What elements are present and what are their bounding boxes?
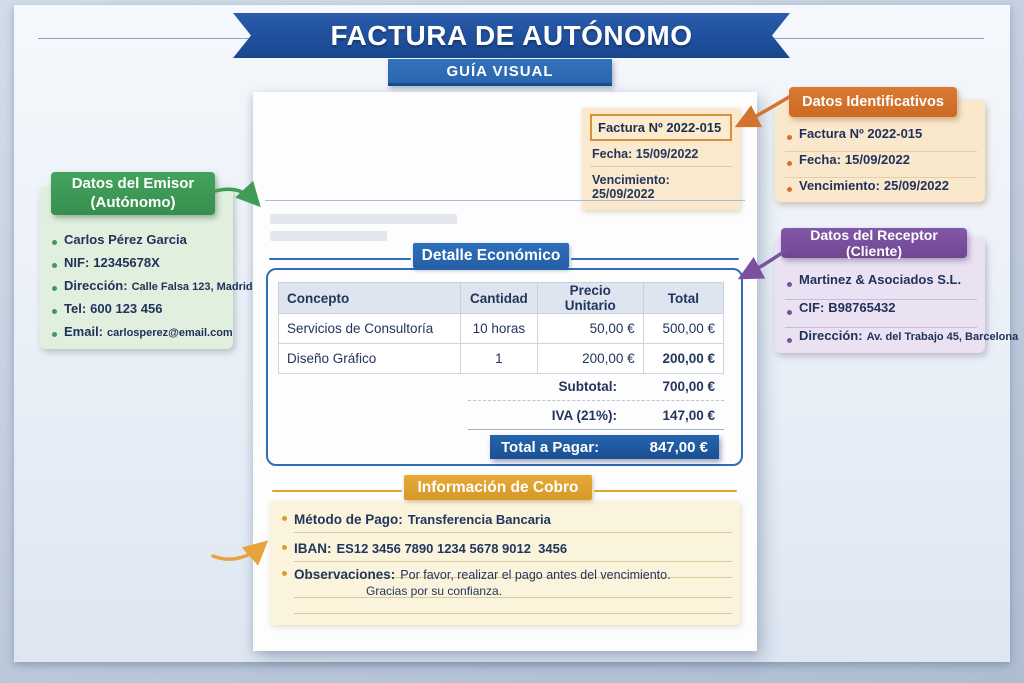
bullet-icon <box>787 282 792 287</box>
placeholder-text-bar <box>270 214 457 224</box>
page-subtitle: GUÍA VISUAL <box>446 62 554 80</box>
iva-row: IVA (21%): 147,00 € <box>551 408 715 423</box>
bullet-icon <box>52 332 57 337</box>
col-concepto: Concepto <box>278 282 461 314</box>
identification-item: Factura Nº 2022-015 <box>785 126 977 152</box>
invoice-number: Factura Nº 2022-015 <box>590 114 732 141</box>
emitter-item: Carlos Pérez Garcia <box>50 232 225 255</box>
detail-frame <box>266 268 743 466</box>
invoice-due-date: Vencimiento: 25/09/2022 <box>592 173 670 201</box>
callout-identification: Factura Nº 2022-015 Fecha: 15/09/2022 Ve… <box>775 100 985 202</box>
bullet-icon <box>787 338 792 343</box>
callout-emitter-title: Datos del Emisor (Autónomo) <box>51 172 215 215</box>
receiver-item: Martinez & Asociados S.L. <box>785 272 977 300</box>
payment-title-line-right <box>594 490 737 492</box>
bullet-icon <box>282 545 287 550</box>
totals-dashed-divider <box>468 400 724 401</box>
receiver-item: Dirección: Av. del Trabajo 45, Barcelona <box>785 328 1018 355</box>
payment-section-title: Información de Cobro <box>404 475 592 500</box>
identification-item: Vencimiento: 25/09/2022 <box>785 178 977 203</box>
green-arrow-icon <box>207 180 261 208</box>
ruled-line <box>294 561 732 562</box>
ruled-line <box>294 597 732 598</box>
notes-item: Observaciones: Por favor, realizar el pa… <box>280 567 730 582</box>
purple-arrow-icon <box>737 246 791 280</box>
bullet-icon <box>787 187 792 192</box>
ruled-line <box>294 577 732 578</box>
emitter-item: NIF: 12345678X <box>50 255 225 278</box>
invoice-table: Concepto Cantidad Precio Unitario Total … <box>278 282 725 374</box>
placeholder-text-bar <box>270 231 387 241</box>
callout-receiver-title: Datos del Receptor (Cliente) <box>781 227 967 259</box>
col-cantidad: Cantidad <box>459 282 538 314</box>
invoice-id-box: Factura Nº 2022-015 Fecha: 15/09/2022 Ve… <box>582 108 740 210</box>
bullet-icon <box>52 263 57 268</box>
payment-method-item: Método de Pago: Transferencia Bancaria <box>280 512 730 527</box>
paper-divider-line <box>265 200 745 201</box>
ruled-line <box>294 613 732 614</box>
bullet-icon <box>787 135 792 140</box>
emitter-item: Email: carlosperez@email.com <box>50 324 233 347</box>
receiver-item: CIF: B98765432 <box>785 300 977 328</box>
bullet-icon <box>52 240 57 245</box>
emitter-item: Tel: 600 123 456 <box>50 301 225 324</box>
detail-title-line-right <box>571 258 739 260</box>
detail-section-title: Detalle Económico <box>413 243 569 268</box>
emitter-item: Dirección: Calle Falsa 123, Madrid <box>50 278 253 301</box>
bullet-icon <box>787 310 792 315</box>
invoice-date: Fecha: 15/09/2022 <box>590 141 732 167</box>
table-row: Servicios de Consultoría 10 horas 50,00 … <box>278 313 725 344</box>
orange-arrow-icon <box>734 95 791 128</box>
bullet-icon <box>282 516 287 521</box>
payment-panel: Método de Pago: Transferencia Bancaria I… <box>270 501 740 625</box>
page-title: FACTURA DE AUTÓNOMO <box>330 19 693 51</box>
table-header-row: Concepto Cantidad Precio Unitario Total <box>278 282 725 314</box>
yellow-arrow-icon <box>211 540 269 566</box>
total-bar: Total a Pagar: 847,00 € <box>490 435 719 459</box>
table-row: Diseño Gráfico 1 200,00 € 200,00 € <box>278 343 725 374</box>
bullet-icon <box>282 571 287 576</box>
col-total: Total <box>642 282 725 314</box>
iban-item: IBAN: ES12 3456 7890 1234 5678 9012 3456 <box>280 541 730 556</box>
detail-title-line-left <box>269 258 411 260</box>
totals-solid-divider <box>468 429 724 430</box>
notes-second-line: Gracias por su confianza. <box>366 584 503 598</box>
bullet-icon <box>52 286 57 291</box>
subtotal-row: Subtotal: 700,00 € <box>558 379 716 394</box>
ruled-line <box>294 532 732 533</box>
payment-title-line-left <box>272 490 402 492</box>
subtitle-badge: GUÍA VISUAL <box>388 59 612 86</box>
bullet-icon <box>52 309 57 314</box>
callout-identification-title: Datos Identificativos <box>789 87 957 117</box>
invoice-paper: Factura Nº 2022-015 Fecha: 15/09/2022 Ve… <box>253 92 757 651</box>
col-precio: Precio Unitario <box>536 282 644 314</box>
identification-item: Fecha: 15/09/2022 <box>785 152 977 178</box>
bullet-icon <box>787 161 792 166</box>
title-ribbon: FACTURA DE AUTÓNOMO <box>233 13 790 58</box>
